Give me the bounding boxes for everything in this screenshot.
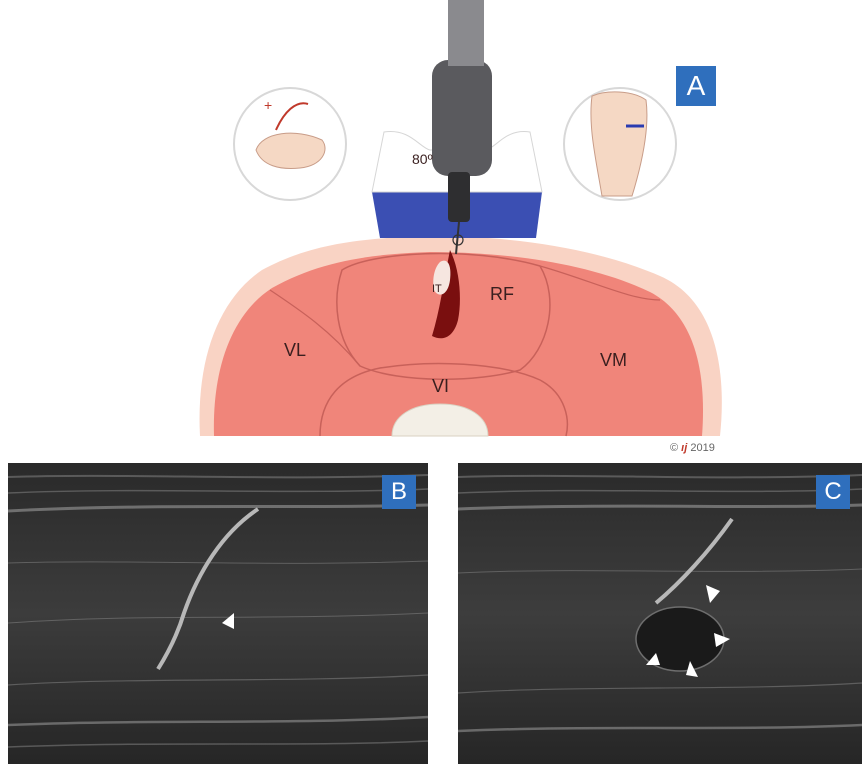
angle-label: 80º <box>412 151 433 167</box>
label-rf: RF <box>490 284 514 304</box>
copyright-notice: © ıj 2019 <box>670 442 715 454</box>
label-it: IT <box>432 283 442 295</box>
probe-tip <box>448 172 470 222</box>
hand-icon <box>256 133 325 168</box>
ultrasound-panel-c: C <box>458 463 862 764</box>
ultrasound-panel-b: B <box>8 463 428 764</box>
logo-mark: ıj <box>681 442 687 454</box>
plus-icon: + <box>264 97 272 113</box>
thigh-cross-section-diagram: 80º IT RF VL VM VI + <box>0 0 862 462</box>
copyright-symbol: © <box>670 442 678 454</box>
panel-b-badge: B <box>382 475 416 509</box>
probe-cable <box>448 0 484 66</box>
illustration-panel: 80º IT RF VL VM VI + A <box>0 0 862 462</box>
label-vi: VI <box>432 376 449 396</box>
panel-c-badge: C <box>816 475 850 509</box>
probe-handle <box>432 60 492 176</box>
label-vl: VL <box>284 340 306 360</box>
ultrasound-image-b <box>8 463 428 764</box>
copyright-year: 2019 <box>690 442 714 454</box>
panel-a-badge: A <box>676 66 716 106</box>
ultrasound-image-c <box>458 463 862 764</box>
label-vm: VM <box>600 350 627 370</box>
